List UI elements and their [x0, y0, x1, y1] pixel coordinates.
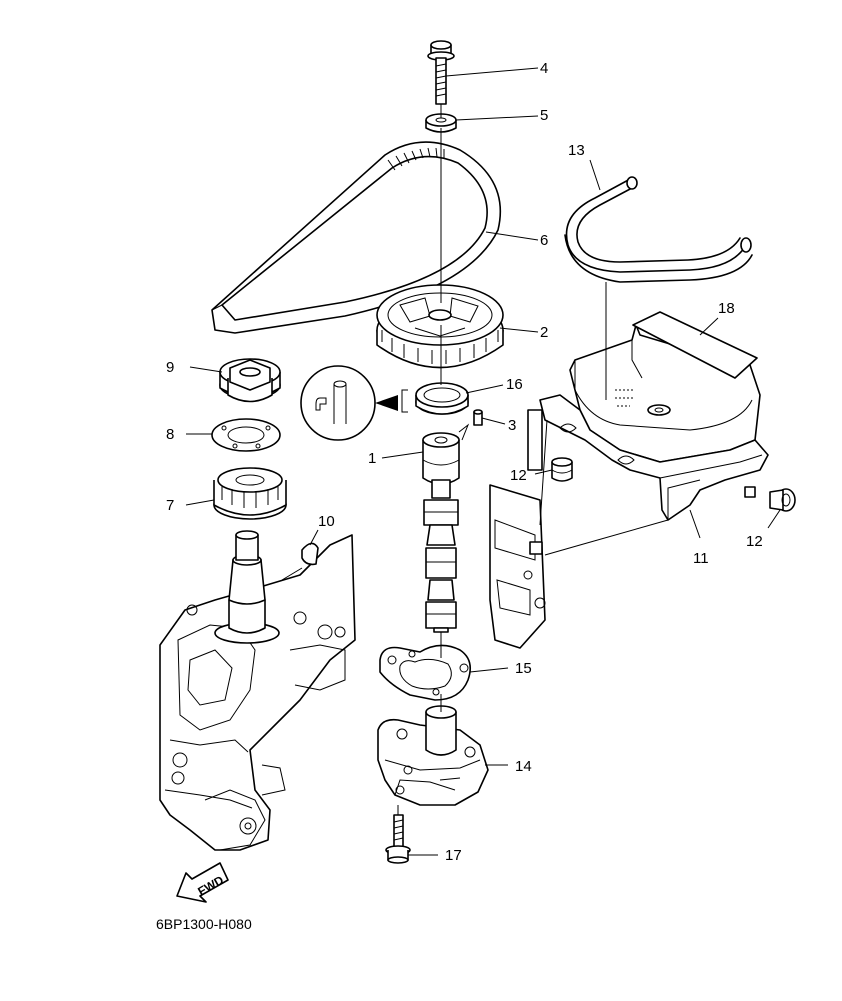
- callout-16: 17: [445, 847, 462, 864]
- callout-12-left: 12: [510, 467, 527, 484]
- callout-5: 5: [540, 107, 548, 124]
- engine-block-right: [489, 484, 546, 649]
- bolt-part-4: [427, 40, 455, 105]
- camshaft-part-1: [422, 423, 470, 633]
- hose-part-13: [564, 176, 753, 283]
- callout-6: 6: [540, 232, 548, 249]
- grommet-part-12-right: [769, 488, 796, 512]
- washer-part-5: [425, 113, 457, 133]
- washer-plate-part-8: [211, 418, 281, 452]
- dowel-pin-part-3: [473, 409, 483, 426]
- oil-seal-part-17: [415, 382, 469, 415]
- diagram-code: 6BP1300-H080: [156, 916, 252, 932]
- label-part-18: [632, 311, 758, 379]
- callout-11: 11: [693, 550, 709, 567]
- leader-lines: [185, 67, 781, 856]
- callout-7: 7: [166, 497, 174, 514]
- bolt-part-16: [385, 814, 411, 864]
- assembly-lines: [281, 104, 669, 815]
- cam-sprocket-part-2: [376, 284, 504, 369]
- crankshaft-stub: [214, 530, 280, 644]
- callout-12-right: 12: [746, 533, 763, 550]
- drive-gear-part-7: [213, 467, 287, 520]
- callout-18: 18: [718, 300, 735, 317]
- callout-2: 2: [540, 324, 548, 341]
- callout-10: 10: [318, 513, 335, 530]
- callout-1: 1: [368, 450, 376, 467]
- callout-4: 4: [540, 60, 548, 77]
- callout-8: 8: [166, 426, 174, 443]
- oil-pump-part-14: [377, 705, 489, 806]
- callout-9: 9: [166, 359, 174, 376]
- callout-numbers: 4 5 13 6 18 2 9 16 3 8 1 12 7 10 12 11 1…: [166, 60, 763, 864]
- callout-17: 16: [506, 376, 523, 393]
- callout-3: 3: [508, 417, 516, 434]
- key-part-10: [301, 542, 319, 566]
- callout-15: 15: [515, 660, 532, 677]
- callout-13: 13: [568, 142, 585, 159]
- dowel-detail-inset: [300, 365, 398, 441]
- seal-bracket: [401, 389, 408, 413]
- fwd-arrow: FWD: [176, 862, 229, 903]
- engine-block-left: [159, 534, 356, 851]
- callout-14: 14: [515, 758, 532, 775]
- nut-part-9: [219, 358, 281, 403]
- grommet-part-12-left: [551, 457, 573, 482]
- gasket-part-15: [379, 644, 471, 701]
